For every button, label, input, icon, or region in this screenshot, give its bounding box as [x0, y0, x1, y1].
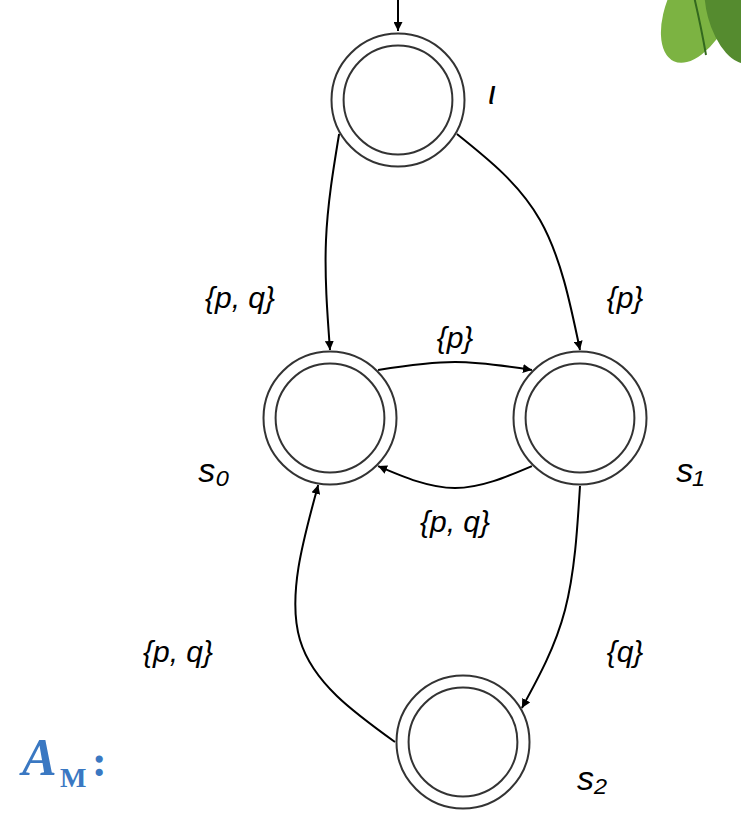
state-name: s₁ [676, 451, 704, 490]
automaton-name: M [60, 762, 86, 794]
automaton-name: A [22, 728, 57, 787]
transition-label: {p, q} [140, 635, 216, 669]
transition-arrow [522, 486, 580, 708]
double-circle-outline [395, 674, 531, 810]
transition-label: {p, q} [202, 281, 278, 315]
transition-label: {p} [434, 321, 477, 355]
transition-arrow [295, 485, 395, 742]
double-circle-outline [330, 32, 466, 168]
double-circle-outline [262, 350, 398, 486]
automaton-name: : [92, 736, 107, 787]
state-circle: s₁ [512, 350, 648, 486]
transition-arrow [378, 362, 532, 370]
state-circle: s₂ [395, 674, 531, 810]
state-circle: ι [330, 32, 466, 168]
state-circle: s₀ [262, 350, 398, 486]
leaf-decoration [645, 0, 741, 75]
state-name: s₂ [577, 759, 607, 798]
initial-arrow [397, 0, 399, 31]
transition-label: {p, q} [417, 505, 493, 539]
transition-label: {p} [604, 281, 647, 315]
state-name: s₀ [198, 451, 229, 490]
transition-arrow [457, 134, 580, 350]
transition-arrow [378, 466, 532, 488]
transition-arrow [326, 134, 340, 350]
double-circle-outline [512, 350, 648, 486]
state-name: ι [488, 73, 496, 112]
transition-label: {q} [604, 635, 647, 669]
